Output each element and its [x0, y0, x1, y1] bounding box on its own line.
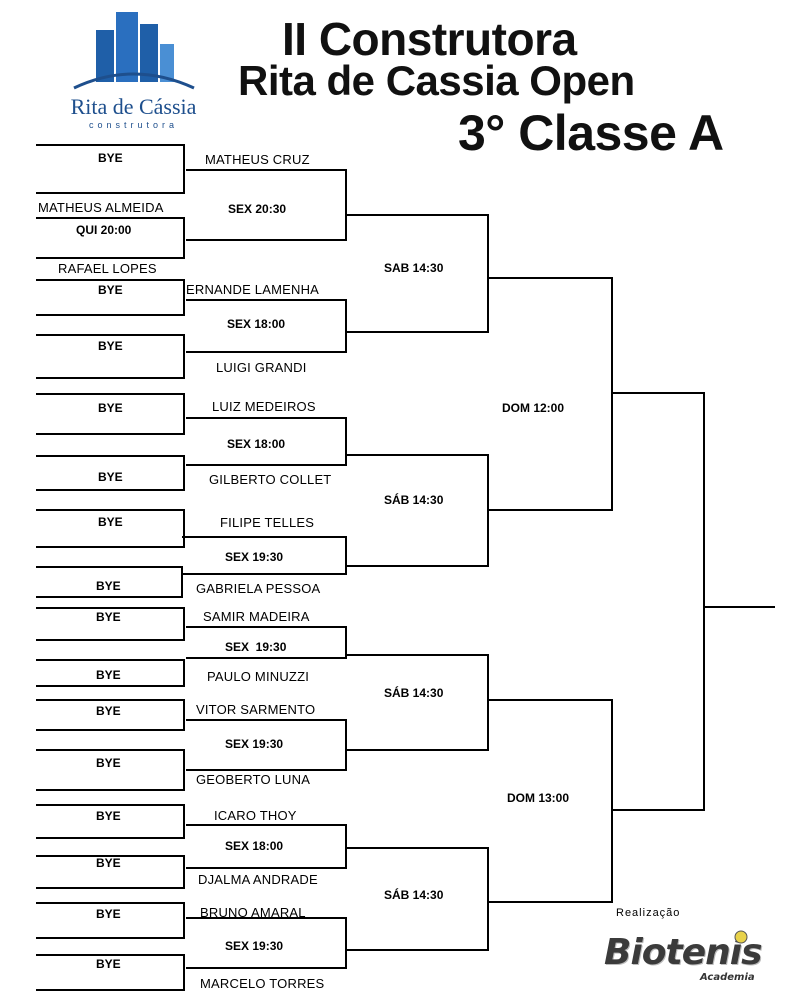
r4-m1-time: DOM 12:00	[502, 401, 565, 415]
r1-m7-bottom: BYE	[96, 856, 121, 870]
title-line-1: II Construtora	[282, 13, 577, 65]
title-line-3: 3° Classe A	[458, 105, 724, 161]
r2-m6-player1: VITOR SARMENTO	[196, 702, 316, 717]
r3-m2-time: SÁB 14:30	[384, 493, 444, 507]
r1-m8-bottom: BYE	[96, 957, 121, 971]
r1-m2-bottom: BYE	[98, 339, 123, 353]
r1-m6-top: BYE	[96, 704, 121, 718]
r2-m8-time: SEX 19:30	[225, 939, 284, 953]
r1-m5-top: BYE	[96, 610, 121, 624]
biotenis-subtitle: Academia	[700, 972, 755, 983]
r2-m8-player2: MARCELO TORRES	[200, 976, 325, 991]
r1-m2-top: BYE	[98, 283, 123, 297]
r2-m4-player1: FILIPE TELLES	[220, 515, 315, 530]
r1-m1-extra: RAFAEL LOPES	[58, 261, 157, 276]
r2-m7-player1: ICARO THOY	[214, 808, 297, 823]
r1-m1-bottom: MATHEUS ALMEIDA	[38, 200, 164, 215]
building-icon	[73, 12, 195, 90]
tennis-ball-icon	[734, 930, 748, 944]
r1-m3-bottom: BYE	[98, 470, 123, 484]
rita-de-cassia-logo: Rita de Cássia construtora	[66, 10, 201, 130]
r2-m3-time: SEX 18:00	[227, 437, 286, 451]
r1-m6-bottom: BYE	[96, 756, 121, 770]
r2-m3-player1: LUIZ MEDEIROS	[212, 399, 316, 414]
r2-m7-player2: DJALMA ANDRADE	[198, 872, 318, 887]
r2-m8-player1: BRUNO AMARAL	[200, 905, 306, 920]
logo-subtitle: construtora	[88, 120, 179, 130]
r1-m1-time: QUI 20:00	[76, 223, 132, 237]
r2-m5-player2: PAULO MINUZZI	[207, 669, 310, 684]
r2-m1-time: SEX 20:30	[228, 202, 287, 216]
r2-m5-player1: SAMIR MADEIRA	[203, 609, 310, 624]
r2-m1-player1: MATHEUS CRUZ	[205, 152, 310, 167]
r2-m7-time: SEX 18:00	[225, 839, 284, 853]
r2-m4-player2: GABRIELA PESSOA	[196, 581, 321, 596]
r1-m7-top: BYE	[96, 809, 121, 823]
r3-m3-time: SÁB 14:30	[384, 686, 444, 700]
logo-name: Rita de Cássia	[70, 94, 197, 119]
r2-m2-time: SEX 18:00	[227, 317, 286, 331]
r2-m2-player2: LUIGI GRANDI	[216, 360, 307, 375]
r2-m6-time: SEX 19:30	[225, 737, 284, 751]
r2-m6-player2: GEOBERTO LUNA	[196, 772, 311, 787]
r2-m4-time: SEX 19:30	[225, 550, 284, 564]
r1-m4-top: BYE	[98, 515, 123, 529]
r2-m3-player2: GILBERTO COLLET	[209, 472, 332, 487]
realizacao-label: Realização	[616, 907, 681, 919]
biotenis-logo: Biotenis Academia	[600, 930, 770, 985]
r1-m3-top: BYE	[98, 401, 123, 415]
r1-m4-bottom: BYE	[96, 579, 121, 593]
r2-m2-player1: ERNANDE LAMENHA	[186, 282, 320, 297]
r1-m8-top: BYE	[96, 907, 121, 921]
r1-m1-top: BYE	[98, 151, 123, 165]
r4-m2-time: DOM 13:00	[507, 791, 570, 805]
r1-m5-bottom: BYE	[96, 668, 121, 682]
r2-m5-time: SEX 19:30	[225, 640, 287, 654]
r3-m1-time: SAB 14:30	[384, 261, 444, 275]
r3-m4-time: SÁB 14:30	[384, 888, 444, 902]
title-line-2: Rita de Cassia Open	[238, 57, 635, 104]
